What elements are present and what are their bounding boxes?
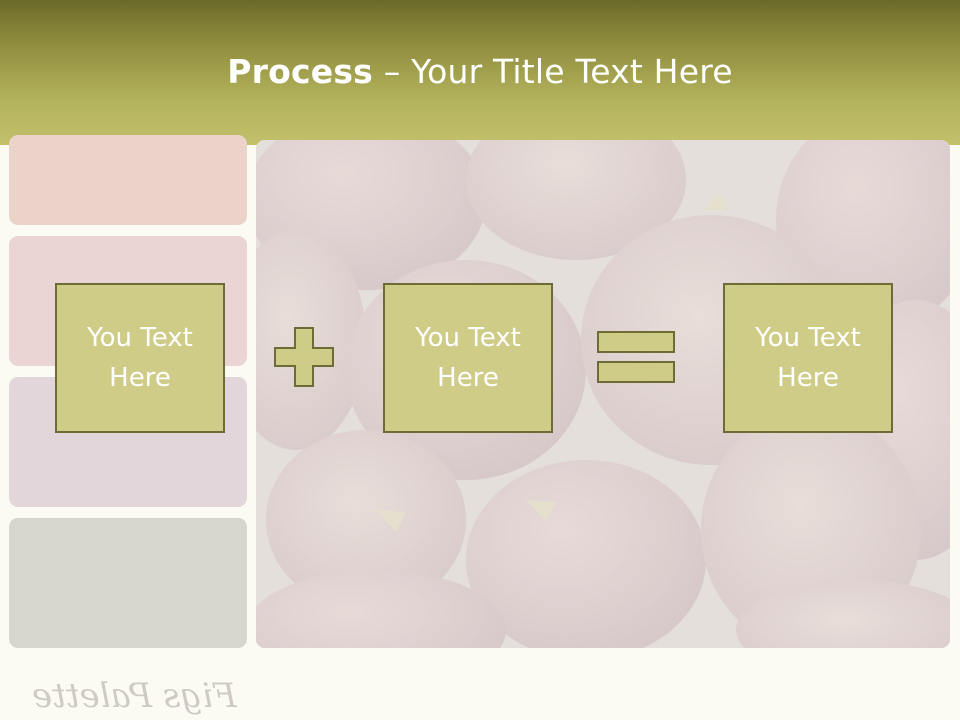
color-swatch-4 [9, 518, 247, 648]
title-bar [0, 0, 960, 145]
title-rest: – Your Title Text Here [373, 52, 733, 91]
watermark-signature: Figs Palette [32, 676, 237, 716]
process-box-2[interactable]: You Text Here [383, 283, 553, 433]
color-swatch-1 [9, 135, 247, 225]
equals-icon [597, 331, 675, 383]
plus-icon [274, 327, 334, 387]
process-box-3[interactable]: You Text Here [723, 283, 893, 433]
title-bold: Process [227, 52, 374, 91]
process-box-1[interactable]: You Text Here [55, 283, 225, 433]
slide-title: Process – Your Title Text Here [0, 52, 960, 91]
